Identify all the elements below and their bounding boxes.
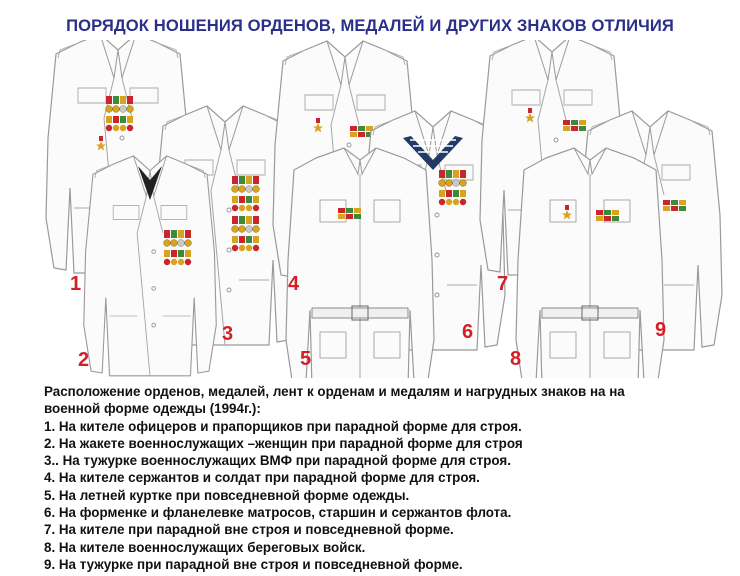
uniforms-illustration: 1 2 3 4 5 6 7 8 9 <box>0 40 740 378</box>
caption-intro-line-1: Расположение орденов, медалей, лент к ор… <box>44 384 625 399</box>
label-number-6: 6 <box>462 321 473 343</box>
caption-intro-line-2: военной форме одежды (1994г.): <box>44 401 261 417</box>
label-number-8: 8 <box>510 348 521 370</box>
caption-item: 1. На кителе офицеров и прапорщиков при … <box>44 418 522 434</box>
label-number-7: 7 <box>497 273 508 295</box>
caption-item: 9. На тужурке при парадной вне строя и п… <box>44 556 463 572</box>
caption-item: 7. На кителе при парадной вне строя и по… <box>44 522 454 538</box>
label-number-4: 4 <box>288 273 300 295</box>
label-number-5: 5 <box>300 348 311 370</box>
caption-list: 1. На кителе офицеров и прапорщиков при … <box>44 418 724 574</box>
caption-item: 3.. На тужурке военнослужащих ВМФ при па… <box>44 453 511 469</box>
caption-item: 8. На кителе военнослужащих береговых во… <box>44 539 366 555</box>
label-number-3: 3 <box>222 323 233 345</box>
label-number-2: 2 <box>78 349 89 371</box>
caption-item: 2. На жакете военнослужащих –женщин при … <box>44 435 523 451</box>
caption-item: 4. На кителе сержантов и солдат при пара… <box>44 470 480 486</box>
label-number-9: 9 <box>655 319 666 341</box>
label-number-1: 1 <box>70 273 81 295</box>
page-title: ПОРЯДОК НОШЕНИЯ ОРДЕНОВ, МЕДАЛЕЙ И ДРУГИ… <box>66 16 674 35</box>
caption-item: 5. На летней куртке при повседневной фор… <box>44 487 410 503</box>
caption-item: 6. На форменке и фланелевке матросов, ст… <box>44 505 512 521</box>
caption-block: Расположение орденов, медалей, лент к ор… <box>44 383 724 573</box>
